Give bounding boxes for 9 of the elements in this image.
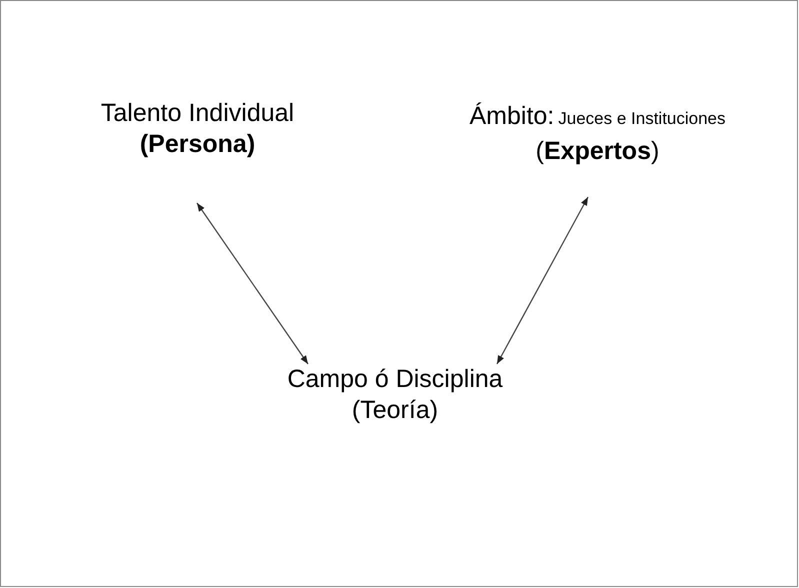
node-subtitle: (Teoría) [352, 395, 438, 426]
node-title: Campo ó Disciplina [287, 364, 503, 395]
double-arrow [196, 202, 308, 364]
node-subtitle: (Persona) [140, 129, 256, 160]
node-title: Ámbito: [469, 101, 554, 132]
node-title: Talento Individual [100, 98, 294, 129]
node-subtitle: (Expertos) [536, 136, 660, 166]
node-subtitle: Jueces e Instituciones [558, 108, 726, 130]
double-arrow [496, 196, 589, 364]
